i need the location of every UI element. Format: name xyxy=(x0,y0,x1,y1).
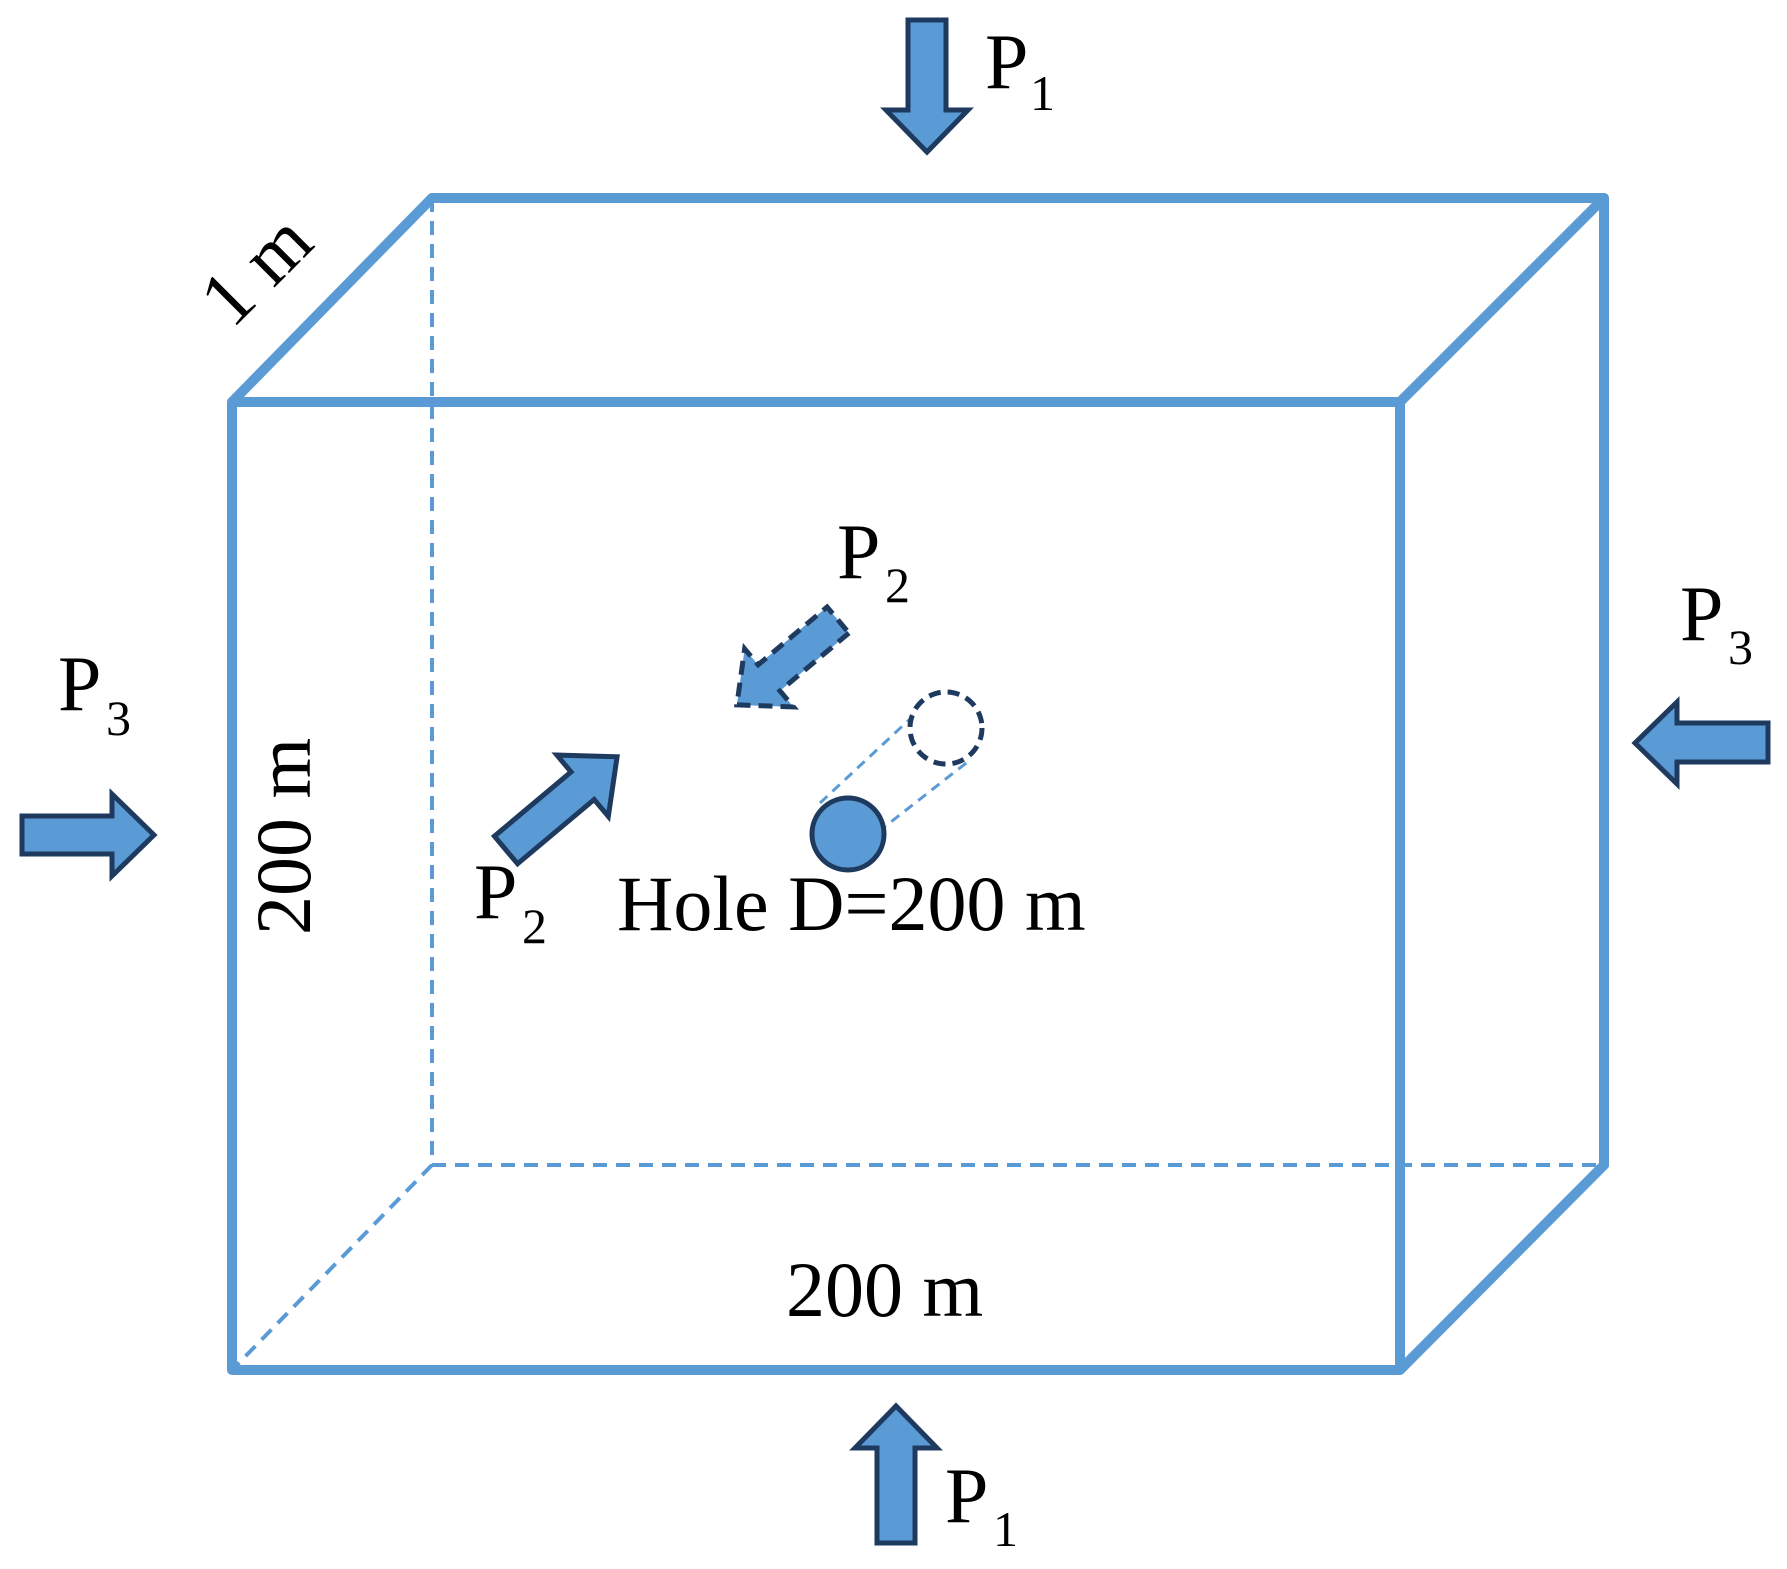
top-left-depth-edge xyxy=(227,193,437,407)
p3-right-label: P 3 xyxy=(1680,570,1753,675)
hole-back-circle xyxy=(907,689,985,767)
p1-top-label: P 1 xyxy=(985,18,1055,121)
p2-front-label: P 2 xyxy=(474,848,547,954)
p3-left-label: P 3 xyxy=(58,640,131,746)
p2-front-arrow xyxy=(490,752,620,868)
load-arrows xyxy=(19,17,1771,1546)
svg-text:2: 2 xyxy=(522,898,547,954)
visible-edges xyxy=(227,193,1609,1375)
svg-text:P: P xyxy=(985,18,1028,105)
p1-top-arrow xyxy=(880,17,974,156)
front-face xyxy=(227,397,1405,1375)
bottom-left-depth-edge xyxy=(230,1163,434,1372)
hole-cylinder xyxy=(809,689,985,873)
hidden-edges xyxy=(230,198,1604,1372)
width-label: 200 m xyxy=(786,1246,983,1333)
bottom-right-depth-edge xyxy=(1395,1160,1609,1375)
svg-text:P: P xyxy=(945,1452,988,1539)
height-label: 200 m xyxy=(240,738,327,935)
svg-text:P: P xyxy=(474,848,517,935)
svg-text:3: 3 xyxy=(106,690,131,746)
p2-back-label: P 2 xyxy=(837,508,910,613)
svg-text:1: 1 xyxy=(993,1501,1018,1557)
top-right-depth-edge xyxy=(1395,193,1609,407)
p3-right-arrow xyxy=(1631,696,1771,790)
svg-text:P: P xyxy=(58,640,101,727)
svg-text:P: P xyxy=(1680,570,1723,657)
hole-lower-tangent xyxy=(877,758,971,834)
p1-bottom-arrow xyxy=(849,1402,943,1546)
p3-left-arrow xyxy=(19,788,158,882)
svg-text:3: 3 xyxy=(1728,619,1753,675)
p2-back-arrow xyxy=(734,603,853,710)
p1-bottom-label: P 1 xyxy=(945,1452,1018,1557)
svg-text:2: 2 xyxy=(885,557,910,613)
hole-upper-tangent xyxy=(818,703,927,805)
hole-diameter-label: Hole D=200 m xyxy=(617,860,1086,947)
svg-text:1: 1 xyxy=(1030,65,1055,121)
svg-text:P: P xyxy=(837,508,880,595)
hole-front-circle xyxy=(809,795,887,873)
